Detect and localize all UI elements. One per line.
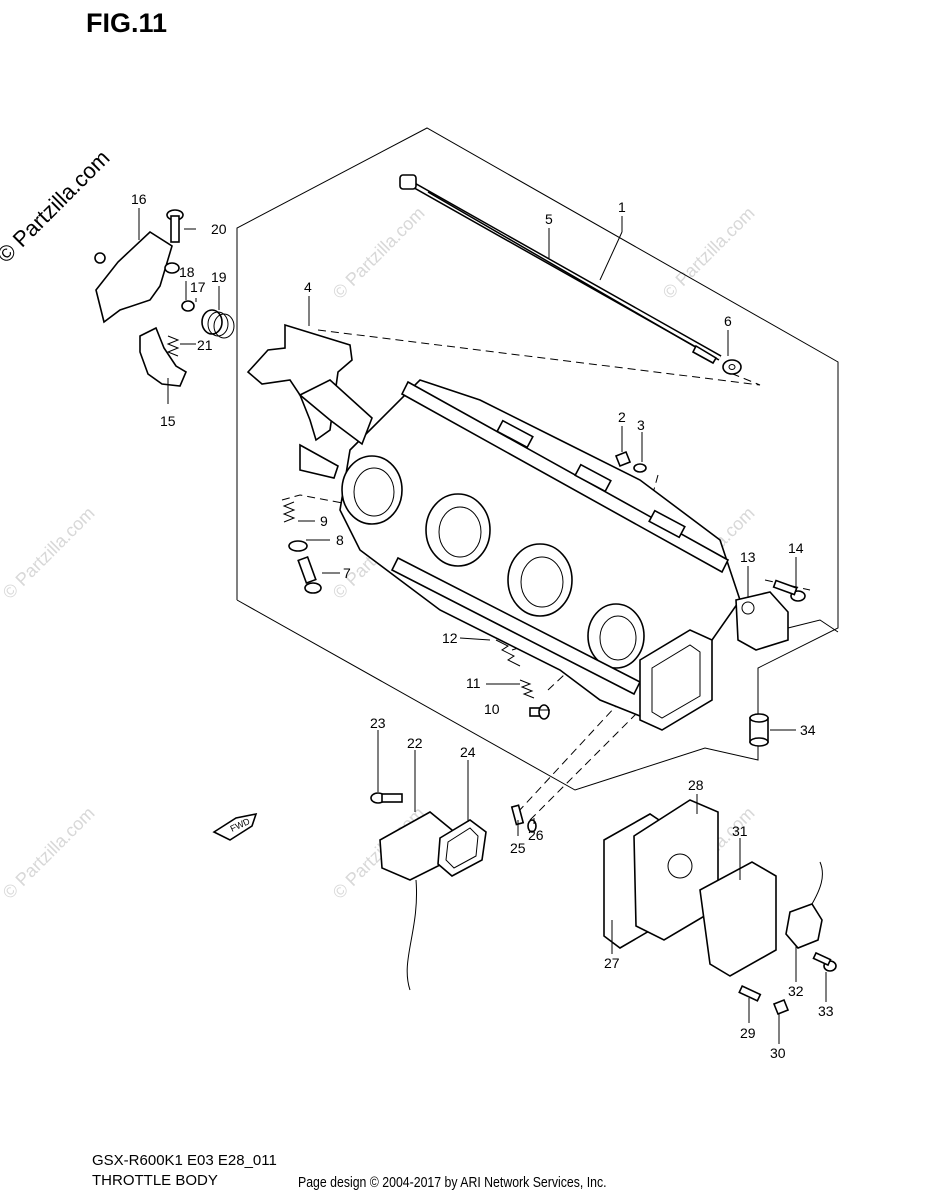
callout-4: 4 xyxy=(304,279,312,295)
part-15-bracket xyxy=(139,326,188,387)
callout-30: 30 xyxy=(770,1045,786,1061)
callout-28: 28 xyxy=(688,777,704,793)
watermark-1: © Partzilla.com xyxy=(329,203,429,303)
callout-33: 33 xyxy=(818,1003,834,1019)
part-1-rod xyxy=(399,174,722,361)
callout-9: 9 xyxy=(320,513,328,529)
callout-12: 12 xyxy=(442,630,458,646)
callout-10: 10 xyxy=(484,701,500,717)
part-2-nut xyxy=(614,450,632,468)
callout-7: 7 xyxy=(343,565,351,581)
part-11-spring xyxy=(519,679,535,699)
callout-5: 5 xyxy=(545,211,553,227)
part-22-sensor xyxy=(379,811,453,991)
callout-31: 31 xyxy=(732,823,748,839)
watermark-3: © Partzilla.com xyxy=(0,503,99,603)
callout-8: 8 xyxy=(336,532,344,548)
callout-13: 13 xyxy=(740,549,756,565)
part-23-screw xyxy=(370,792,403,804)
part-19-spring xyxy=(201,309,235,339)
callout-29: 29 xyxy=(740,1025,756,1041)
part-32-sensor xyxy=(785,861,823,949)
part-10-screw xyxy=(529,704,550,720)
part-31-cover xyxy=(699,861,777,977)
part-21-spring xyxy=(166,335,180,357)
callout-18: 18 xyxy=(179,264,195,280)
callout-1: 1 xyxy=(618,199,626,215)
callout-24: 24 xyxy=(460,744,476,760)
part-9-spring xyxy=(282,501,296,523)
figure-title: FIG.11 xyxy=(86,8,168,38)
callout-15: 15 xyxy=(160,413,176,429)
callout-3: 3 xyxy=(637,417,645,433)
callout-labels: 1 2 3 4 5 6 7 8 9 10 11 12 13 14 15 16 1… xyxy=(131,191,834,1061)
callout-20: 20 xyxy=(211,221,227,237)
callout-34: 34 xyxy=(800,722,816,738)
callout-2: 2 xyxy=(618,409,626,425)
callout-17: 17 xyxy=(190,279,206,295)
part-5-cable xyxy=(427,191,718,365)
part-13-sensor xyxy=(735,591,839,651)
callout-6: 6 xyxy=(724,313,732,329)
page-credit: Page design © 2004-2017 by ARI Network S… xyxy=(298,1174,607,1191)
watermark-6: © Partzilla.com xyxy=(0,803,99,903)
part-20-screw xyxy=(166,209,184,243)
part-30-nut xyxy=(772,998,790,1016)
part-14-bolt xyxy=(772,579,806,602)
callout-23: 23 xyxy=(370,715,386,731)
assembly-outline xyxy=(236,127,839,791)
part-17-washer xyxy=(181,300,195,312)
part-29-bolt xyxy=(738,984,762,1002)
callout-27: 27 xyxy=(604,955,620,971)
callout-32: 32 xyxy=(788,983,804,999)
callout-14: 14 xyxy=(788,540,804,556)
callout-16: 16 xyxy=(131,191,147,207)
fwd-arrow: FWD xyxy=(212,812,258,841)
part-6-washer xyxy=(722,359,742,375)
throttle-body-main xyxy=(339,379,741,731)
part-7-screw xyxy=(297,555,322,594)
part-34-collar xyxy=(749,713,769,747)
part-12-spring xyxy=(495,639,521,667)
part-8-washer xyxy=(288,540,308,552)
part-25-screw xyxy=(510,804,525,826)
callout-leaders xyxy=(138,208,827,1044)
callout-11: 11 xyxy=(466,675,481,691)
callout-22: 22 xyxy=(407,735,423,751)
part-3-washer xyxy=(633,463,647,473)
section-title: THROTTLE BODY xyxy=(92,1172,218,1189)
callout-19: 19 xyxy=(211,269,227,285)
part-18-washer xyxy=(164,262,180,274)
callout-21: 21 xyxy=(197,337,213,353)
callout-25: 25 xyxy=(510,840,526,856)
part-24-gasket xyxy=(437,819,487,877)
part-16-cam-plate xyxy=(95,230,173,324)
model-code: GSX-R600K1 E03 E28_011 xyxy=(92,1152,277,1169)
part-33-screw xyxy=(812,951,837,972)
part-16-nut xyxy=(94,252,106,264)
callout-26: 26 xyxy=(528,827,544,843)
